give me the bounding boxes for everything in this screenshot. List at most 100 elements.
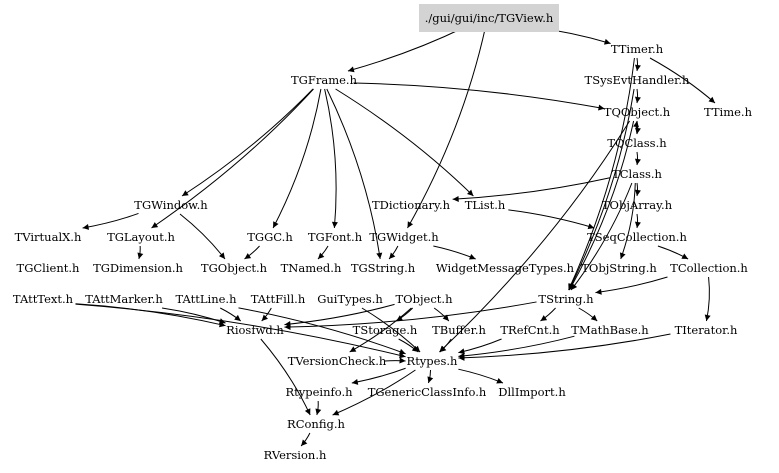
node-label: TSeqCollection.h bbox=[587, 230, 687, 244]
node-tgdimension[interactable]: TGDimension.h bbox=[93, 261, 183, 275]
node-tgwindow[interactable]: TGWindow.h bbox=[134, 198, 208, 212]
node-tgobject[interactable]: TGObject.h bbox=[201, 261, 268, 275]
node-tstring[interactable]: TString.h bbox=[538, 292, 594, 306]
arrowhead bbox=[244, 253, 252, 259]
arrowhead bbox=[315, 408, 322, 415]
arrowhead bbox=[468, 253, 476, 260]
node-label: TGDimension.h bbox=[93, 261, 183, 275]
node-tobjarray[interactable]: TObjArray.h bbox=[602, 198, 673, 212]
node-tseqcollection[interactable]: TSeqCollection.h bbox=[587, 230, 687, 244]
edge-titerator-to-rtypes bbox=[458, 333, 671, 359]
node-label: RConfig.h bbox=[287, 417, 345, 431]
node-tversioncheck[interactable]: TVersionCheck.h bbox=[288, 354, 387, 368]
node-label: TObjString.h bbox=[581, 261, 657, 275]
node-rversion[interactable]: RVersion.h bbox=[264, 448, 327, 462]
edge-ttimer-to-tstring bbox=[568, 57, 635, 291]
node-tbuffer[interactable]: TBuffer.h bbox=[432, 323, 486, 337]
node-guitypes[interactable]: GuiTypes.h bbox=[317, 292, 383, 306]
node-tcollection[interactable]: TCollection.h bbox=[670, 261, 748, 275]
edge-tgframe-to-tgfont bbox=[324, 88, 337, 229]
arrowhead bbox=[234, 314, 241, 321]
arrowhead bbox=[411, 345, 419, 352]
edge-tsysevthandler-to-tstring bbox=[568, 88, 635, 291]
node-tattmarker[interactable]: TAttMarker.h bbox=[85, 292, 163, 306]
arrowhead bbox=[452, 195, 459, 202]
arrowhead bbox=[467, 189, 474, 196]
arrowhead bbox=[598, 104, 605, 111]
node-tclass[interactable]: TClass.h bbox=[612, 167, 662, 181]
edge-tclass-to-tobjstring bbox=[620, 182, 636, 260]
node-trefcnt[interactable]: TRefCnt.h bbox=[500, 323, 560, 337]
node-rconfig[interactable]: RConfig.h bbox=[287, 417, 345, 431]
node-tglayout[interactable]: TGLayout.h bbox=[107, 230, 175, 244]
node-tobject[interactable]: TObject.h bbox=[396, 292, 454, 306]
node-dllimport[interactable]: DllImport.h bbox=[498, 385, 566, 399]
node-tdictionary[interactable]: TDictionary.h bbox=[372, 198, 451, 212]
node-tqclass[interactable]: TQClass.h bbox=[607, 136, 667, 150]
arrowhead bbox=[634, 64, 641, 71]
arrowhead bbox=[458, 348, 465, 355]
edge-tobject-to-tversioncheck bbox=[349, 307, 412, 353]
node-label: TDictionary.h bbox=[372, 198, 451, 212]
node-label: TNamed.h bbox=[281, 261, 342, 275]
node-label: TIterator.h bbox=[675, 323, 738, 337]
node-label: TVirtualX.h bbox=[15, 230, 82, 244]
node-tatttext[interactable]: TAttText.h bbox=[13, 292, 74, 306]
node-titerator[interactable]: TIterator.h bbox=[675, 323, 738, 337]
node-label: TString.h bbox=[538, 292, 594, 306]
node-label: GuiTypes.h bbox=[317, 292, 383, 306]
node-tattfill[interactable]: TAttFill.h bbox=[251, 292, 306, 306]
arrowhead bbox=[407, 221, 414, 228]
node-tqobject[interactable]: TQObject.h bbox=[604, 105, 671, 119]
node-tgenericclassinfo[interactable]: TGenericClassInfo.h bbox=[368, 385, 487, 399]
arrowhead bbox=[634, 127, 641, 134]
edge-ttimer-to-ttime bbox=[649, 57, 716, 104]
node-tgwidget[interactable]: TGWidget.h bbox=[369, 230, 439, 244]
node-ttime[interactable]: TTime.h bbox=[704, 105, 753, 119]
node-tstorage[interactable]: TStorage.h bbox=[353, 323, 418, 337]
edge-tcollection-to-titerator bbox=[705, 276, 710, 322]
arrowhead bbox=[439, 345, 446, 352]
node-tlist[interactable]: TList.h bbox=[465, 198, 506, 212]
node-label: TAttText.h bbox=[13, 292, 74, 306]
arrowhead bbox=[218, 252, 225, 259]
arrowhead bbox=[347, 66, 355, 73]
node-tvirtualx[interactable]: TVirtualX.h bbox=[15, 230, 82, 244]
arrowhead bbox=[389, 252, 396, 259]
node-tgstring[interactable]: TGString.h bbox=[351, 261, 416, 275]
node-widgetmessagetypes[interactable]: WidgetMessageTypes.h bbox=[436, 261, 575, 275]
arrowhead bbox=[301, 439, 308, 446]
node-tgframe[interactable]: TGFrame.h bbox=[291, 73, 358, 87]
edge-tattmarker-to-riosfwd bbox=[161, 307, 226, 324]
node-tmathbase[interactable]: TMathBase.h bbox=[571, 323, 649, 337]
arrowhead bbox=[634, 158, 641, 165]
node-tgfont[interactable]: TGFont.h bbox=[308, 230, 363, 244]
edge-tatttext-to-riosfwd bbox=[75, 303, 226, 327]
node-label: TGString.h bbox=[351, 261, 416, 275]
node-riosfwd[interactable]: Riosfwd.h bbox=[226, 323, 284, 337]
node-tgclient[interactable]: TGClient.h bbox=[17, 261, 81, 275]
arrowhead bbox=[634, 221, 641, 228]
edge-rtypes-to-dllimport bbox=[458, 368, 504, 384]
node-label: TGWidget.h bbox=[369, 230, 439, 244]
node-label: TMathBase.h bbox=[571, 323, 649, 337]
node-label: RVersion.h bbox=[264, 448, 327, 462]
node-rtypes[interactable]: Rtypes.h bbox=[407, 354, 459, 368]
node-label: TAttFill.h bbox=[251, 292, 306, 306]
node-tnamed[interactable]: TNamed.h bbox=[281, 261, 342, 275]
node-tattline[interactable]: TAttLine.h bbox=[176, 292, 238, 306]
node-label: TClass.h bbox=[612, 167, 662, 181]
node-label: WidgetMessageTypes.h bbox=[436, 261, 575, 275]
node-rtypeinfo[interactable]: Rtypeinfo.h bbox=[285, 385, 353, 399]
node-label: Rtypes.h bbox=[407, 354, 459, 368]
node-tsysevthandler[interactable]: TSysEvtHandler.h bbox=[585, 73, 690, 87]
edges-layer bbox=[75, 26, 716, 447]
node-label: TList.h bbox=[465, 198, 506, 212]
node-tobjstring[interactable]: TObjString.h bbox=[581, 261, 657, 275]
arrowhead bbox=[376, 252, 383, 259]
node-tggc[interactable]: TGGC.h bbox=[247, 230, 293, 244]
node-label: TGFont.h bbox=[308, 230, 363, 244]
node-ttimer[interactable]: TTimer.h bbox=[611, 42, 664, 56]
